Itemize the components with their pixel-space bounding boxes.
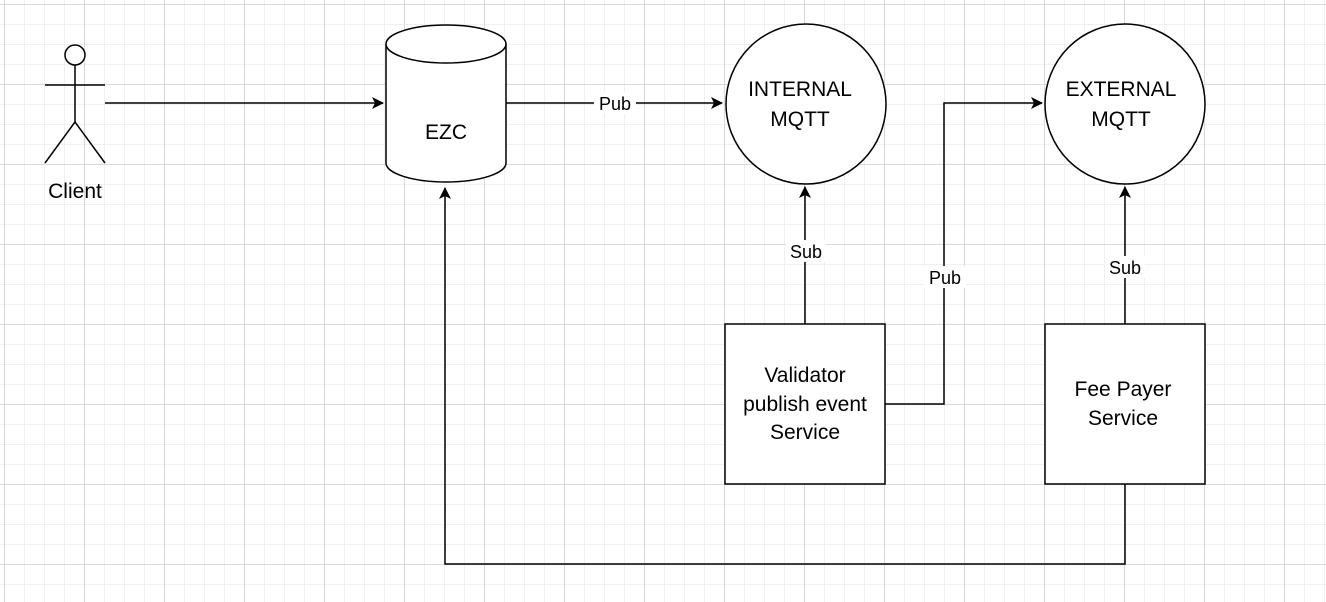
validator-line3: Service: [770, 421, 840, 444]
ezc-cylinder-top: [385, 24, 507, 64]
external-mqtt-node[interactable]: EXTERNAL MQTT: [1044, 23, 1206, 185]
actor-left-leg: [44, 121, 76, 164]
internal-mqtt-line1: INTERNAL: [748, 78, 852, 101]
external-mqtt-circle: [1044, 23, 1206, 185]
actor-head: [64, 44, 86, 66]
edge-fee-payer-to-ezc[interactable]: [439, 187, 1126, 565]
external-mqtt-line2: MQTT: [1091, 108, 1151, 131]
edge-label-bg: [924, 266, 966, 288]
fee-payer-line2: Service: [1088, 407, 1158, 430]
ezc-cylinder-body: [385, 44, 507, 183]
edge-label-validator-pub: Pub: [929, 268, 961, 288]
internal-mqtt-line2: MQTT: [770, 108, 830, 131]
fee-payer-service-node[interactable]: Fee Payer Service: [1044, 323, 1206, 485]
client-label: Client: [48, 180, 102, 203]
internal-mqtt-circle: [725, 23, 887, 185]
client-actor[interactable]: Client: [44, 44, 106, 203]
validator-service-node[interactable]: Validator publish event Service: [724, 323, 886, 485]
edge-label-bg: [1105, 256, 1145, 278]
edge-label-bg: [786, 240, 826, 262]
edge-label-fee-payer-sub: Sub: [1109, 258, 1141, 278]
edge-label-bg: [594, 92, 636, 114]
fee-payer-line1: Fee Payer: [1075, 378, 1172, 401]
external-mqtt-line1: EXTERNAL: [1066, 78, 1177, 101]
ezc-database[interactable]: EZC: [385, 24, 507, 183]
internal-mqtt-node[interactable]: INTERNAL MQTT: [725, 23, 887, 185]
edge-label-validator-sub: Sub: [790, 242, 822, 262]
ezc-label: EZC: [425, 121, 467, 144]
fee-payer-box: [1044, 323, 1206, 485]
validator-box: [724, 323, 886, 485]
edge-validator-to-external-mqtt[interactable]: [885, 97, 1043, 405]
edge-label-ezc-pub: Pub: [599, 94, 631, 114]
actor-right-leg: [74, 121, 106, 164]
validator-line2: publish event: [743, 393, 867, 416]
validator-line1: Validator: [764, 364, 845, 387]
